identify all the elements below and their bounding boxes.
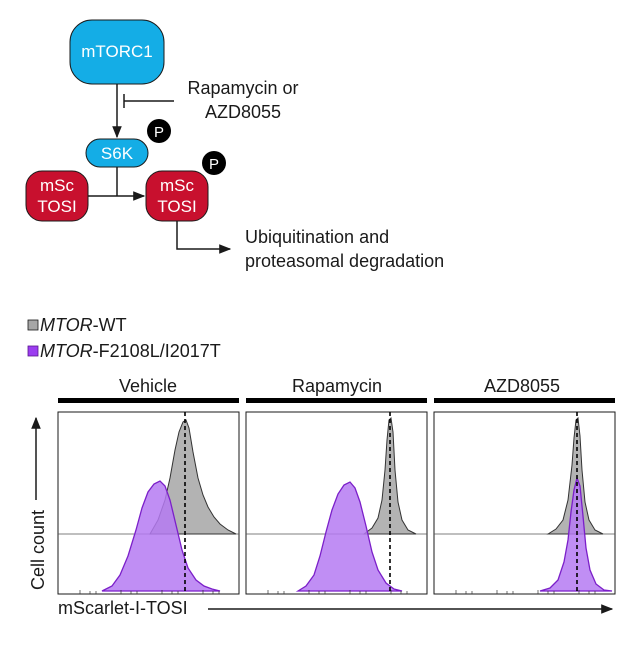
inhibition-symbol [123,94,174,108]
x-axis-label: mScarlet-I-TOSI [58,598,188,618]
panel-header-bar-azd8055 [434,398,615,403]
legend-mutant-suffix: -F2108L/I2017T [93,341,221,361]
legend-swatch-wt [27,319,39,331]
degradation-arrow [176,221,232,254]
s6k-node: S6K [85,138,149,168]
pathway-diagram: mTORC1 Rapamycin or AZD8055 S6K P mSc TO… [25,19,444,271]
msc-tosi-right-node: mSc TOSI [145,170,209,222]
inhibitor-label-line2: AZD8055 [205,102,281,122]
panel-header-bar-rapamycin [246,398,427,403]
outcome-label-line2: proteasomal degradation [245,251,444,271]
histogram-mutant-rapamycin [295,481,403,592]
panel-title-azd8055: AZD8055 [484,376,560,396]
histogram-mutant-vehicle [101,480,221,592]
msc-left-label-line2: TOSI [37,197,76,216]
mtorc1-label: mTORC1 [81,42,152,61]
histogram-panels: Vehicle Rapamycin AZD8055 [28,376,616,618]
legend: MTOR-WT MTOR-F2108L/I2017T [27,315,221,361]
legend-mutant-gene: MTOR [40,341,93,361]
panel-header-bar-vehicle [58,398,239,403]
outcome-label-line1: Ubiquitination and [245,227,389,247]
msc-left-label-line1: mSc [40,176,75,195]
svg-text:MTOR-F2108L/I2017T: MTOR-F2108L/I2017T [40,341,221,361]
phospho-label-s6k: P [154,124,164,141]
panel-rapamycin [245,411,428,595]
y-axis-label: Cell count [28,510,48,590]
x-ticks-rapamycin [267,590,408,594]
legend-wt-suffix: -WT [93,315,127,335]
msc-right-label-line2: TOSI [157,197,196,216]
phospho-label-msc: P [209,156,219,173]
legend-swatch-mutant [27,345,39,357]
legend-item-mutant: MTOR-F2108L/I2017T [27,341,221,361]
msc-right-label-line1: mSc [160,176,195,195]
histogram-mutant-azd8055 [539,475,613,592]
inhibitor-label-line1: Rapamycin or [187,78,298,98]
phospho-icon-msc: P [202,151,226,175]
panel-vehicle [57,411,240,595]
legend-item-wt: MTOR-WT [27,315,127,335]
mtorc1-node: mTORC1 [69,19,165,85]
phospho-icon-s6k: P [147,119,171,143]
x-ticks-vehicle [79,590,220,594]
msc-tosi-left-node: mSc TOSI [25,170,89,222]
legend-wt-gene: MTOR [40,315,93,335]
histogram-wt-azd8055 [546,416,604,535]
s6k-label: S6K [101,144,134,163]
svg-text:MTOR-WT: MTOR-WT [40,315,127,335]
panel-title-rapamycin: Rapamycin [292,376,382,396]
x-ticks-azd8055 [455,590,596,594]
panel-title-vehicle: Vehicle [119,376,177,396]
panel-azd8055 [433,411,616,595]
